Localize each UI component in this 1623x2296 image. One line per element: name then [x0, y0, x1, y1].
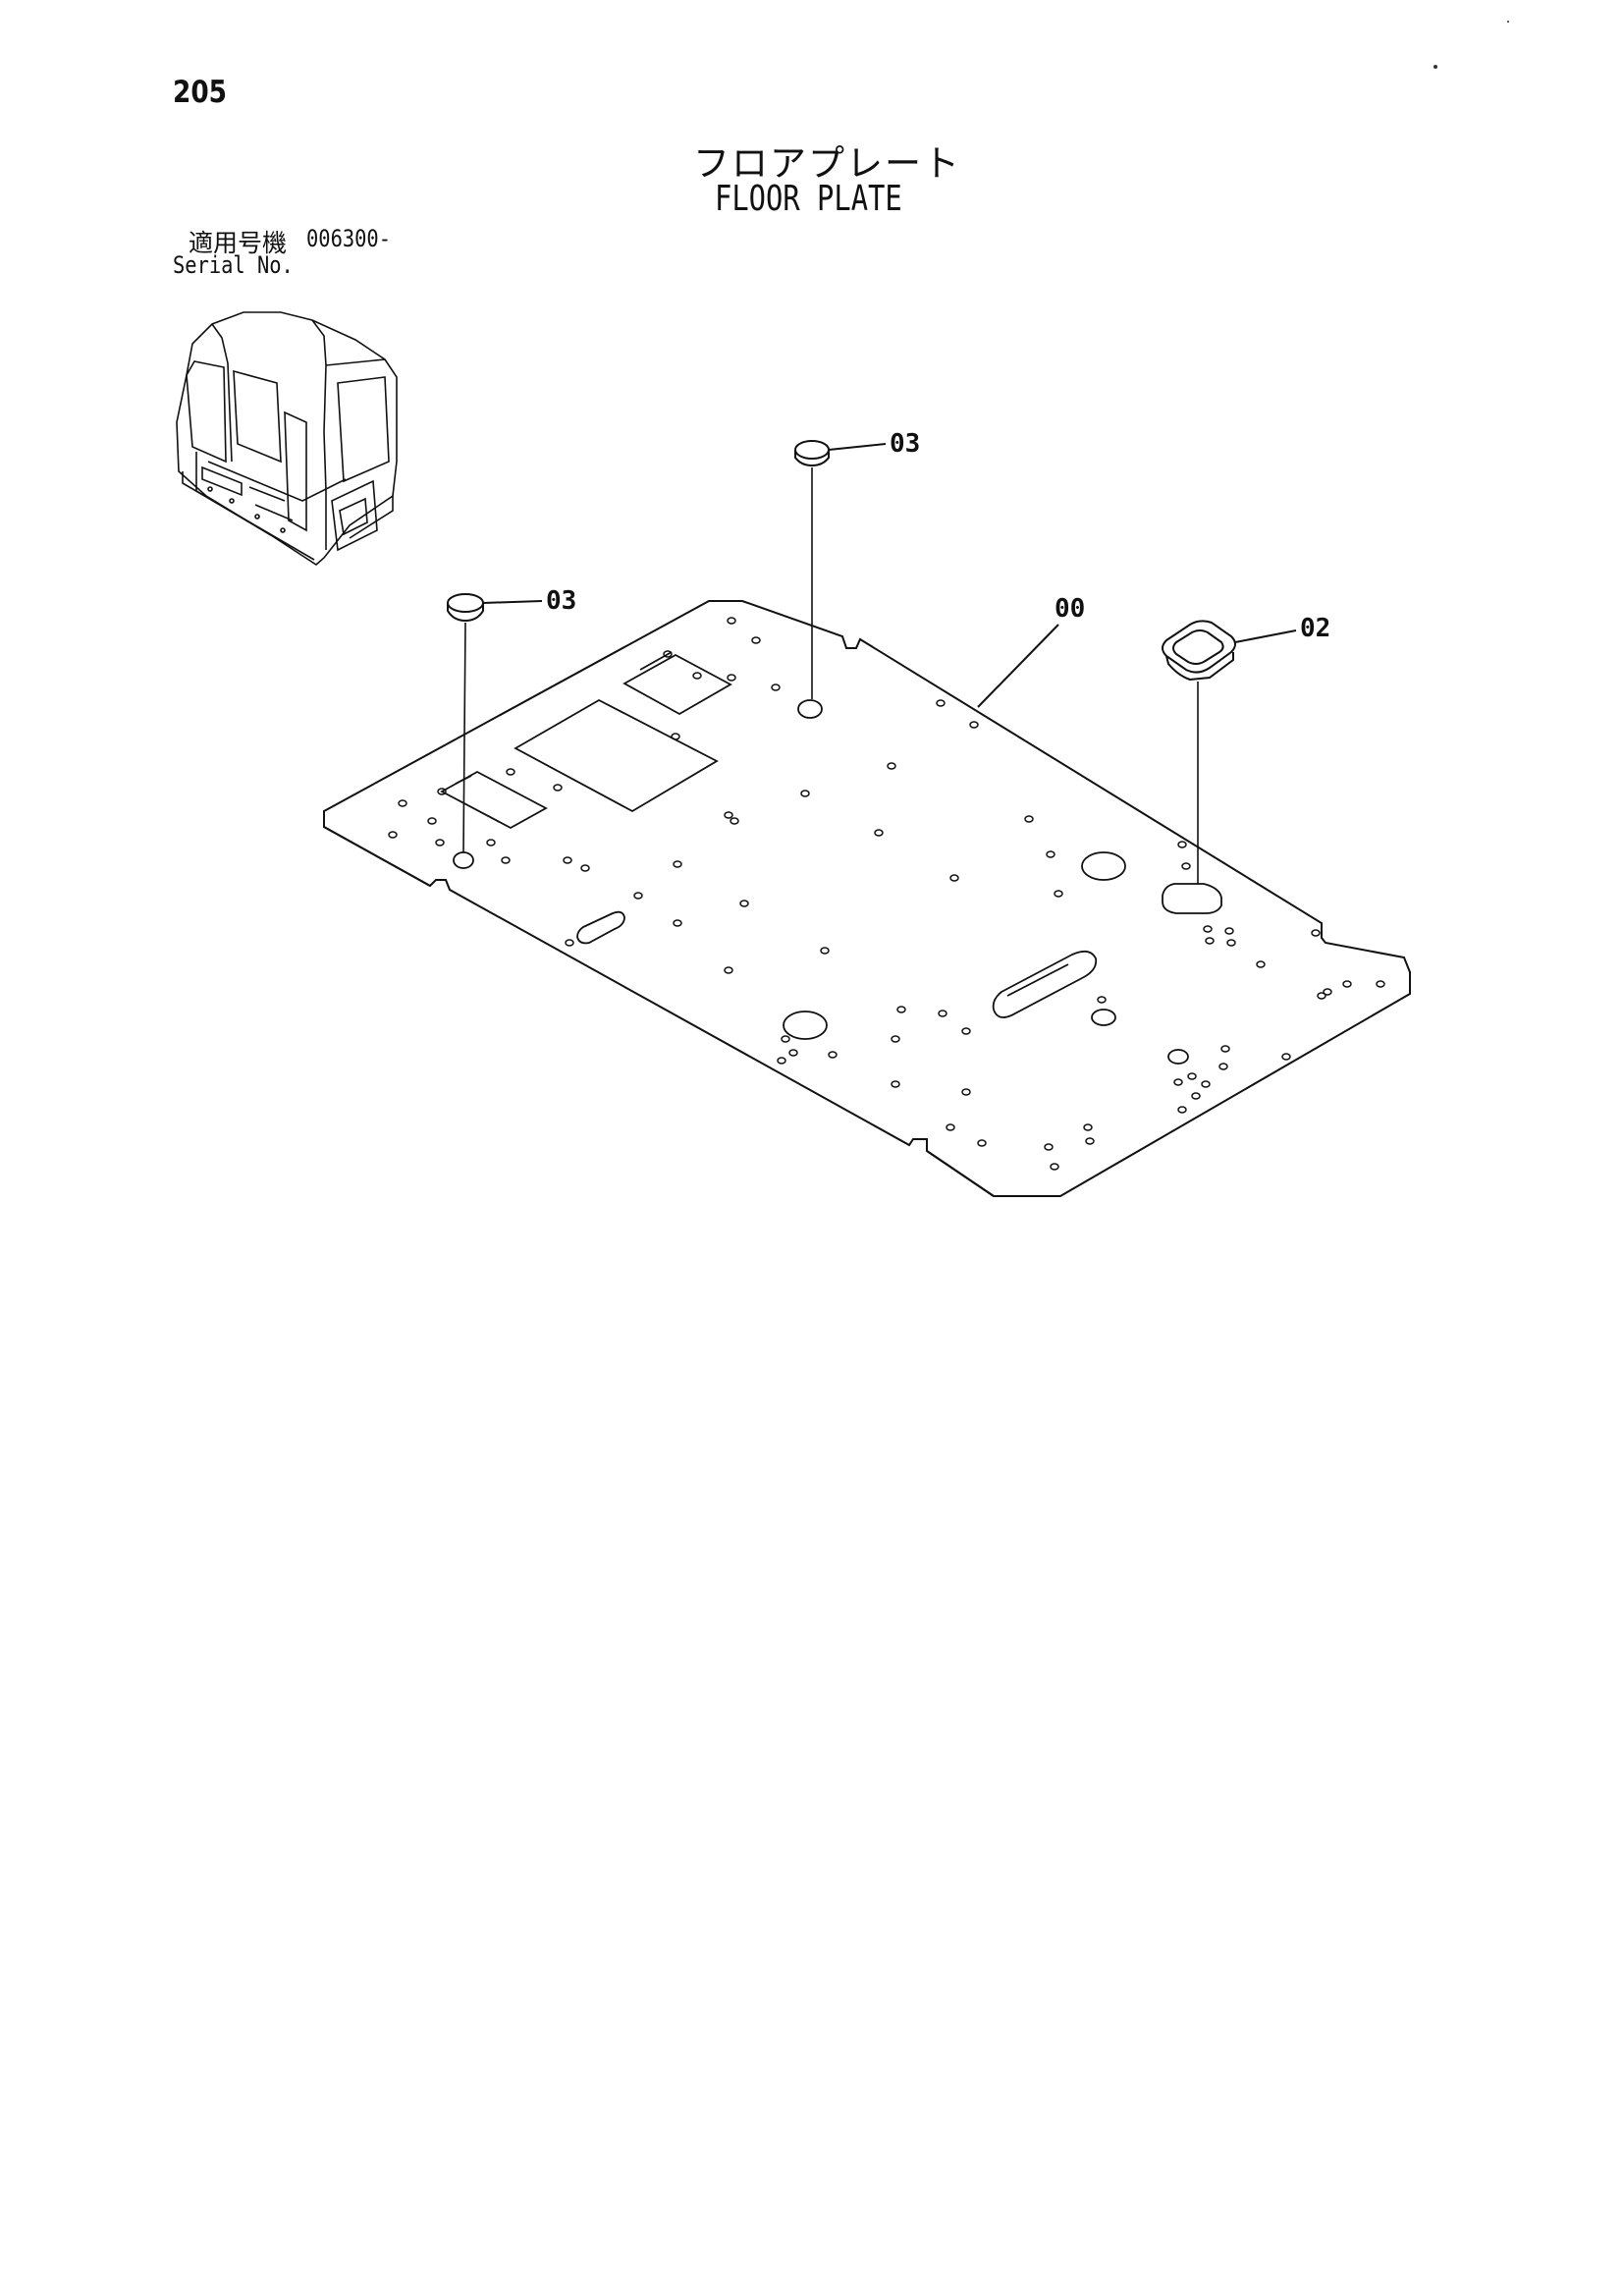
cab-location-thumbnail	[176, 311, 398, 567]
grommet-part: 02	[1162, 614, 1330, 884]
callout-floor-plate: 00	[977, 594, 1085, 708]
page-title-japanese: フロアプレート	[693, 142, 961, 185]
callout-label-grommet: 02	[1300, 614, 1330, 643]
serial-label-english: Serial No.	[173, 251, 294, 279]
callout-label-cap-left: 03	[546, 586, 576, 616]
page-title-english: FLOOR PLATE	[715, 179, 902, 219]
serial-number-value: 006300-	[306, 225, 391, 252]
scan-specks	[1434, 21, 1509, 69]
cap-part-left: 03	[447, 586, 576, 853]
floor-plate	[323, 600, 1411, 1197]
cap-part-top: 03	[794, 429, 920, 699]
floor-plate-openings	[440, 651, 1222, 1065]
callout-label-floor-plate: 00	[1055, 594, 1085, 624]
floor-plate-bolt-holes	[388, 617, 1385, 1171]
page-number: 205	[173, 75, 228, 110]
callout-label-cap-top: 03	[890, 429, 920, 459]
serial-label-japanese: 適用号機	[189, 229, 288, 257]
